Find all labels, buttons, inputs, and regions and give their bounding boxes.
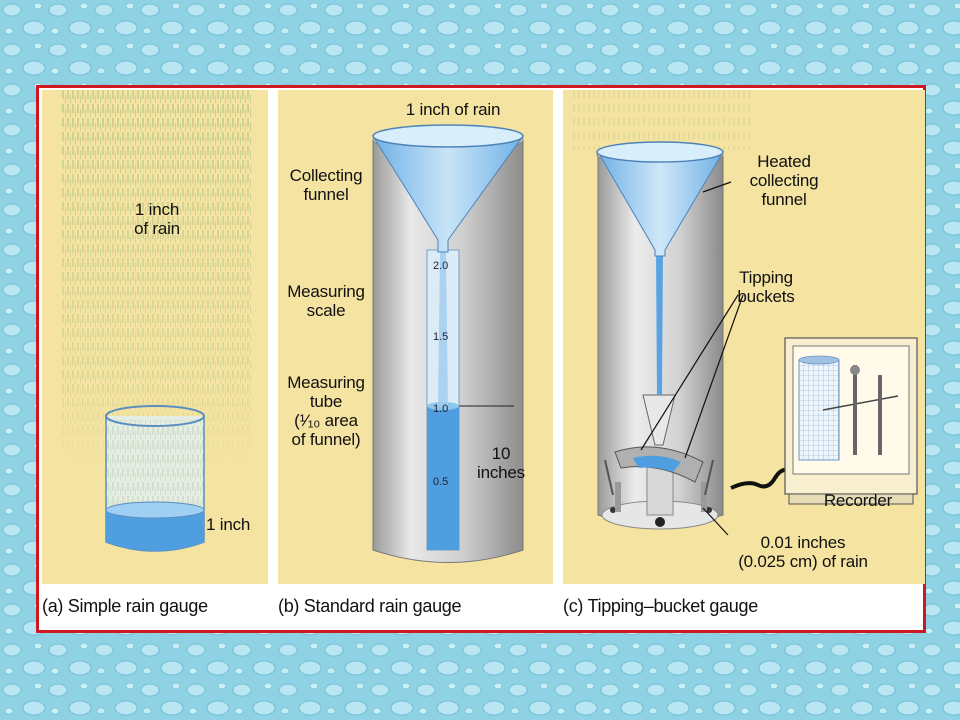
tube-label-line-3: (¹⁄₁₀ area: [294, 411, 358, 430]
recorder-label: Recorder: [823, 491, 893, 510]
panel-simple-rain-gauge: 1 inch of rain 1 inch: [42, 90, 268, 584]
panel-standard-rain-gauge: 1 inch of rain Collecting funnel Measuri…: [278, 90, 553, 584]
scale-mark-0-5: 0.5: [433, 476, 449, 488]
collecting-funnel-label: Collecting funnel: [280, 166, 372, 204]
scale-mark-1-0: 1.0: [433, 403, 449, 415]
rain-depth-label: 1 inch of rain: [112, 200, 202, 238]
tube-label-line-4: of funnel): [291, 430, 361, 449]
ten-inches-label: 10 inches: [471, 444, 531, 482]
top-rain-label: 1 inch of rain: [405, 100, 501, 119]
measuring-tube-label: Measuring tube (¹⁄₁₀ area of funnel): [280, 373, 372, 449]
rain-amount-label: 0.01 inches (0.025 cm) of rain: [713, 533, 893, 571]
amount-label-line-1: 0.01 inches: [760, 533, 846, 552]
simple-gauge-drawing: [62, 90, 252, 552]
scale-label-line-2: scale: [306, 301, 346, 320]
funnel-label-line-2: funnel: [303, 185, 349, 204]
buckets-label-line-1: Tipping: [739, 268, 793, 287]
depth-label-line-1: 10: [491, 444, 511, 463]
scale-mark-2-0: 2.0: [433, 260, 449, 272]
heated-label-line-1: Heated: [757, 152, 811, 171]
scale-label-line-1: Measuring: [287, 282, 365, 301]
tube-label-line-2: tube: [309, 392, 343, 411]
rain-gauge-figure: 1 inch of rain 1 inch: [36, 85, 926, 633]
caption-tipping-bucket-gauge: (c) Tipping–bucket gauge: [563, 596, 758, 616]
heated-label-line-3: funnel: [761, 190, 807, 209]
funnel-label-line-1: Collecting: [289, 166, 363, 185]
amount-label-line-2: (0.025 cm) of rain: [738, 552, 868, 571]
measuring-scale-label: Measuring scale: [280, 282, 372, 320]
tipping-buckets-label: Tipping buckets: [725, 268, 807, 306]
caption-standard-rain-gauge: (b) Standard rain gauge: [278, 596, 462, 616]
caption-simple-rain-gauge: (a) Simple rain gauge: [42, 596, 208, 616]
depth-label-line-2: inches: [477, 463, 525, 482]
scale-mark-1-5: 1.5: [433, 331, 449, 343]
rain-label-line-2: of rain: [134, 219, 180, 238]
water-depth-label: 1 inch: [206, 515, 251, 534]
tipping-bucket-drawing: [573, 90, 918, 536]
buckets-label-line-2: buckets: [737, 287, 795, 306]
panel-tipping-bucket-gauge: Heated collecting funnel Tipping buckets…: [563, 90, 925, 584]
heated-label-line-2: collecting: [749, 171, 819, 190]
rain-label-line-1: 1 inch: [134, 200, 180, 219]
heated-funnel-label: Heated collecting funnel: [743, 152, 825, 209]
tube-label-line-1: Measuring: [287, 373, 365, 392]
standard-gauge-drawing: [372, 124, 524, 563]
